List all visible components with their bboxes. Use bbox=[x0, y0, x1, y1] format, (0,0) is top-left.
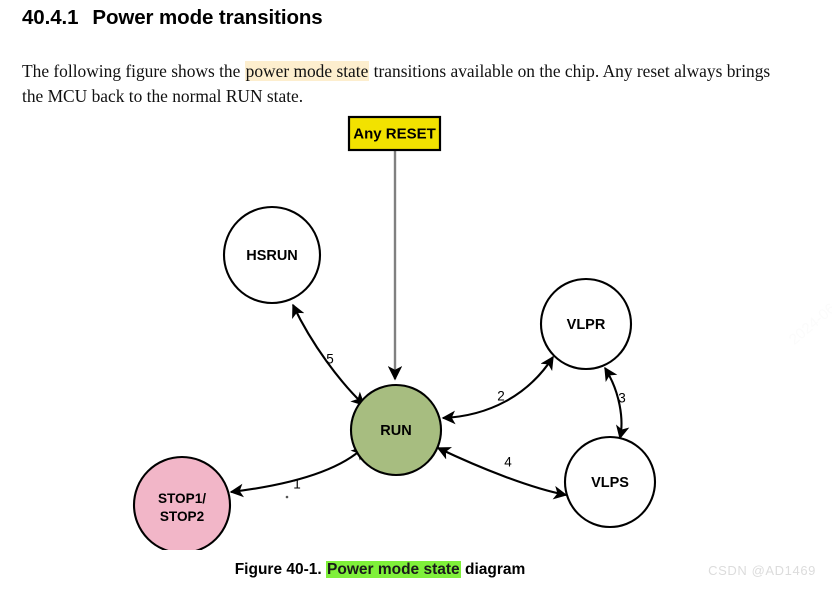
run-circle bbox=[349, 383, 443, 477]
section-heading: 40.4.1 Power mode transitions bbox=[22, 6, 323, 30]
vlpr-circle bbox=[539, 277, 633, 371]
caption-suffix: diagram bbox=[460, 561, 526, 578]
section-title: Power mode transitions bbox=[92, 6, 323, 29]
node-vlps[interactable]: VLPS bbox=[563, 435, 657, 529]
edge-4-run-vlps bbox=[436, 447, 568, 500]
edge-label-2: 2 bbox=[497, 389, 505, 404]
run-label: RUN bbox=[380, 423, 411, 439]
edge-label-1: 1 bbox=[293, 477, 301, 492]
figure-caption: Figure 40-1. Power mode state diagram bbox=[0, 561, 760, 579]
node-any-reset[interactable]: Any RESET bbox=[347, 115, 442, 152]
vlps-circle bbox=[563, 435, 657, 529]
paragraph-part-1: The following figure shows the bbox=[22, 61, 245, 82]
edge-label-4: 4 bbox=[504, 455, 512, 470]
hsrun-label: HSRUN bbox=[246, 248, 298, 264]
stop-circle bbox=[132, 455, 232, 550]
watermark-csdn: CSDN @AD1469 bbox=[708, 563, 816, 578]
edge-5-run-hsrun bbox=[292, 303, 365, 406]
section-number: 40.4.1 bbox=[22, 6, 79, 29]
edge-label-3: 3 bbox=[618, 391, 626, 406]
stop-label-line2: STOP2 bbox=[160, 509, 205, 524]
edge-3-vlpr-vlps bbox=[604, 366, 630, 440]
edge-1-run-stop bbox=[229, 446, 365, 498]
power-mode-state-diagram: Any RESET HSRUN RUN VLPR VLPS bbox=[0, 100, 832, 550]
any-reset-box bbox=[347, 115, 442, 152]
caption-highlight: Power mode state bbox=[326, 561, 461, 578]
stray-dot bbox=[285, 495, 289, 499]
edge-2-run-vlpr bbox=[441, 355, 554, 425]
diagram-canvas: Any RESET HSRUN RUN VLPR VLPS bbox=[132, 115, 657, 550]
edge-label-5: 5 bbox=[326, 352, 334, 367]
stop-label-line1: STOP1/ bbox=[158, 491, 206, 506]
node-run[interactable]: RUN bbox=[349, 383, 443, 477]
caption-prefix: Figure 40-1. bbox=[234, 561, 327, 578]
body-paragraph: The following figure shows the power mod… bbox=[22, 59, 782, 109]
paragraph-part-2: transitions available on the chip. Any r… bbox=[22, 61, 771, 107]
vlps-label: VLPS bbox=[591, 475, 629, 491]
vlpr-label: VLPR bbox=[567, 317, 606, 333]
paragraph-highlight: power mode state bbox=[244, 61, 370, 82]
node-hsrun[interactable]: HSRUN bbox=[222, 205, 322, 305]
any-reset-label: Any RESET bbox=[353, 125, 436, 142]
hsrun-circle bbox=[222, 205, 322, 305]
node-vlpr[interactable]: VLPR bbox=[539, 277, 633, 371]
node-stop[interactable]: STOP1/ STOP2 bbox=[132, 455, 232, 550]
